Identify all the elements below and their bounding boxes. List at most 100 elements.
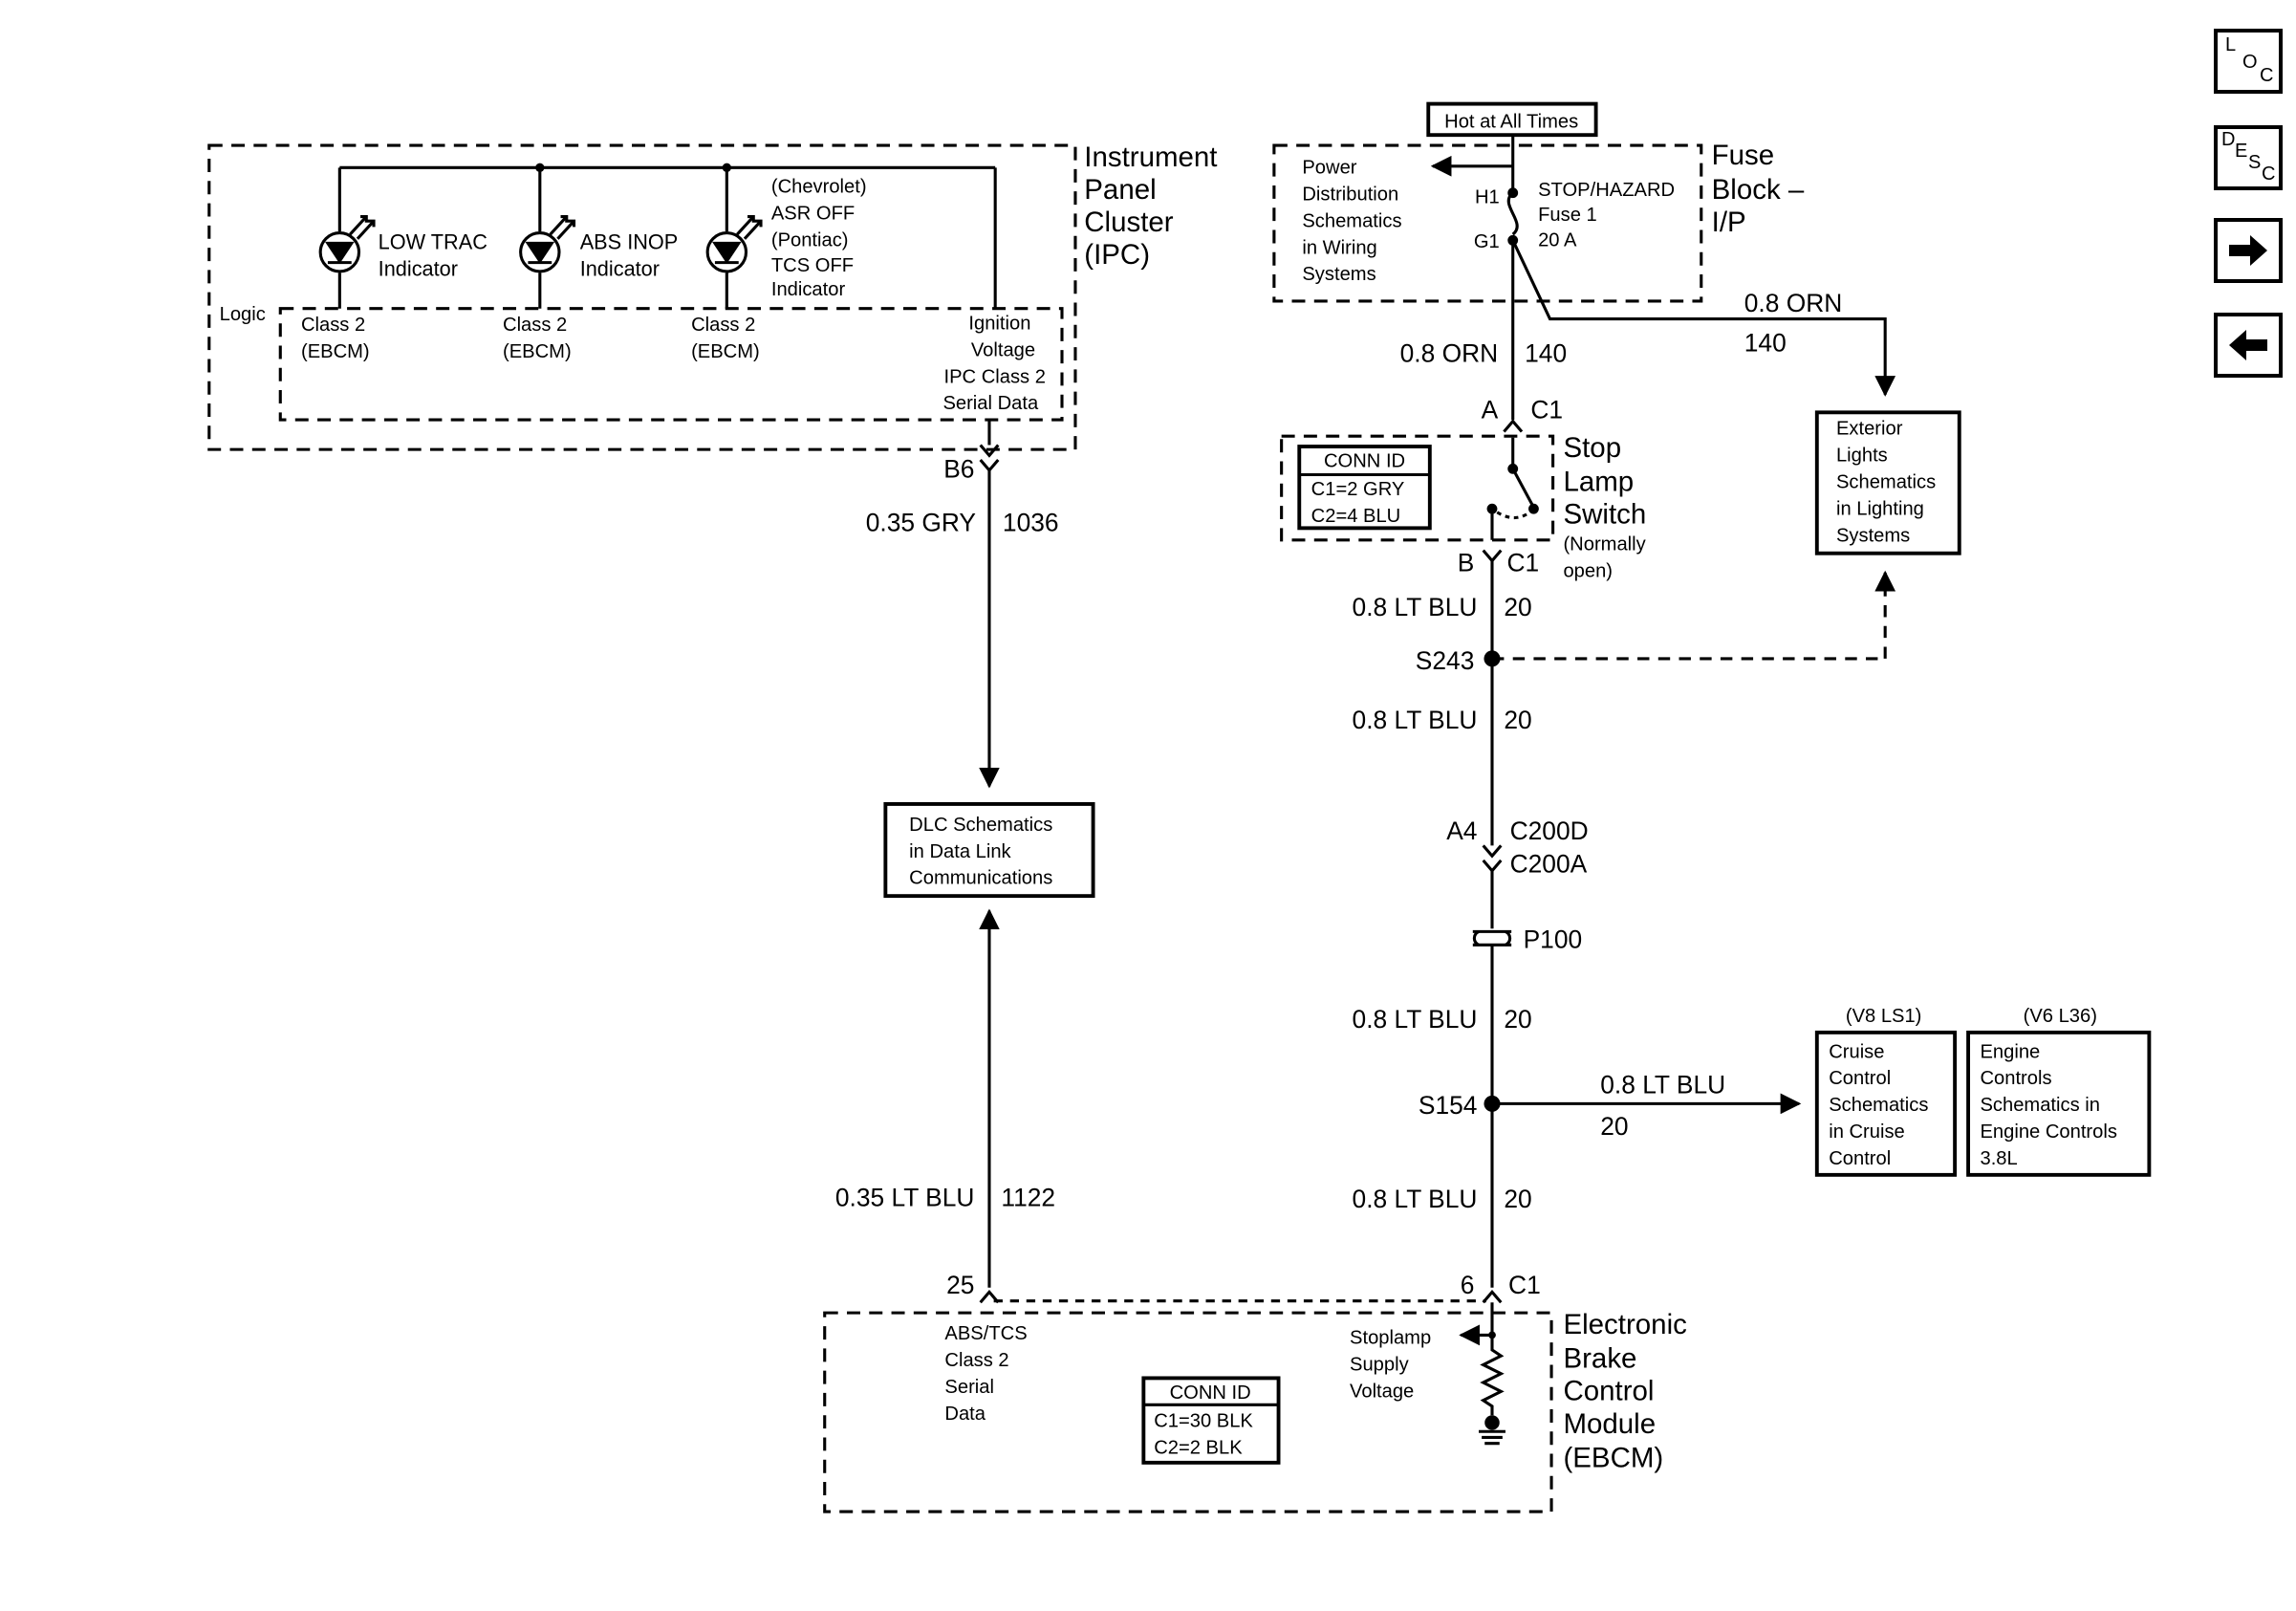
loc-button[interactable]: L O C bbox=[2214, 29, 2283, 94]
fuse-block-boundary bbox=[1272, 143, 1703, 303]
abs-inop-label-2: Indicator bbox=[580, 257, 660, 281]
switch-conn-id-box bbox=[1297, 445, 1432, 531]
hot-at-all-times-label: Hot at All Times bbox=[1444, 111, 1578, 132]
s243-label: S243 bbox=[1416, 646, 1475, 675]
ebcm-conn-id-line-1: C1=30 BLK bbox=[1154, 1411, 1253, 1432]
power-dist-line-2: Distribution bbox=[1302, 184, 1398, 205]
cruise-line-5: Control bbox=[1829, 1148, 1891, 1169]
abs-inop-led-icon bbox=[519, 214, 576, 273]
switch-pin-b: B bbox=[1458, 548, 1475, 577]
stoplamp-line-1: Stoplamp bbox=[1350, 1328, 1431, 1349]
abs-inop-label-1: ABS INOP bbox=[580, 230, 679, 254]
w4-size: 0.8 LT BLU bbox=[1600, 1071, 1725, 1099]
loc-letter-c: C bbox=[2260, 65, 2274, 86]
desc-letter-c: C bbox=[2262, 163, 2276, 185]
ipc-title-line-4: (IPC) bbox=[1084, 239, 1150, 271]
ebcm-title-3: Control bbox=[1563, 1376, 1654, 1407]
switch-conn-id-line-1: C1=2 GRY bbox=[1311, 479, 1405, 500]
engine-line-2: Controls bbox=[1980, 1068, 2051, 1089]
desc-letter-s: S bbox=[2248, 152, 2262, 173]
loc-letter-o: O bbox=[2242, 52, 2258, 73]
switch-conn-id-title: CONN ID bbox=[1324, 451, 1405, 472]
power-dist-line-5: Systems bbox=[1302, 264, 1375, 285]
asr-tcs-off-led-icon bbox=[705, 214, 763, 273]
abs-tcs-line-1: ABS/TCS bbox=[944, 1323, 1027, 1344]
previous-page-button[interactable] bbox=[2214, 313, 2283, 378]
class2-a-line-1: Class 2 bbox=[301, 315, 365, 336]
left-arrow-icon bbox=[2229, 330, 2267, 360]
orn-right-circuit: 140 bbox=[1744, 329, 1787, 358]
orn-right-size: 0.8 ORN bbox=[1744, 289, 1843, 317]
switch-conn-a: C1 bbox=[1530, 396, 1563, 425]
asr-tcs-label-5: Indicator bbox=[771, 279, 846, 300]
splice-s243-dot bbox=[1484, 650, 1501, 667]
exterior-line-1: Exterior bbox=[1836, 419, 1903, 440]
w3-size: 0.8 LT BLU bbox=[1353, 1005, 1478, 1034]
s154-label: S154 bbox=[1419, 1091, 1478, 1120]
fuse-g1-label: G1 bbox=[1474, 231, 1500, 252]
asr-tcs-label-3: (Pontiac) bbox=[771, 230, 849, 251]
exterior-line-4: in Lighting bbox=[1836, 498, 1924, 519]
low-trac-label-2: Indicator bbox=[379, 257, 458, 281]
switch-title-1: Stop bbox=[1563, 432, 1621, 464]
stop-lamp-switch-boundary bbox=[1280, 434, 1555, 542]
ignition-line-3: IPC Class 2 bbox=[944, 366, 1046, 387]
engine-controls-box bbox=[1966, 1030, 2152, 1177]
abs-wire-circuit: 1122 bbox=[1001, 1183, 1055, 1211]
ebcm-conn-id-line-2: C2=2 BLK bbox=[1154, 1438, 1243, 1459]
engine-line-1: Engine bbox=[1980, 1041, 2040, 1062]
ignition-line-1: Ignition bbox=[968, 313, 1030, 334]
c200a-label: C200A bbox=[1510, 849, 1588, 878]
w2-circuit: 20 bbox=[1504, 706, 1531, 734]
w1-circuit: 20 bbox=[1504, 593, 1531, 621]
switch-title-2: Lamp bbox=[1563, 467, 1634, 498]
class2-c-line-1: Class 2 bbox=[691, 315, 755, 336]
cruise-line-3: Schematics bbox=[1829, 1095, 1928, 1116]
fuse-h1-label: H1 bbox=[1475, 187, 1500, 208]
ebcm-title-4: Module bbox=[1563, 1408, 1656, 1440]
right-arrow-icon bbox=[2229, 235, 2267, 266]
exterior-line-2: Lights bbox=[1836, 446, 1888, 467]
abs-tcs-line-3: Serial bbox=[944, 1377, 994, 1398]
ipc-logic-boundary bbox=[278, 307, 1064, 422]
switch-conn-id-line-2: C2=4 BLU bbox=[1311, 506, 1401, 527]
switch-pin-a: A bbox=[1482, 396, 1499, 425]
fuse-block-title-2: Block – bbox=[1712, 174, 1805, 206]
ebcm-title-5: (EBCM) bbox=[1563, 1442, 1663, 1473]
dlc-line-3: Communications bbox=[909, 868, 1052, 889]
orn-down-circuit: 140 bbox=[1525, 339, 1567, 368]
desc-button[interactable]: D E S C bbox=[2214, 125, 2283, 190]
dlc-line-1: DLC Schematics bbox=[909, 815, 1052, 836]
loc-letter-l: L bbox=[2225, 34, 2237, 55]
desc-letter-e: E bbox=[2235, 141, 2248, 162]
class2-c-line-2: (EBCM) bbox=[691, 341, 760, 362]
w2-size: 0.8 LT BLU bbox=[1353, 706, 1478, 734]
engine-line-5: 3.8L bbox=[1980, 1148, 2017, 1169]
abs-wire-size: 0.35 LT BLU bbox=[835, 1183, 975, 1211]
exterior-line-5: Systems bbox=[1836, 525, 1910, 546]
orn-down-size: 0.8 ORN bbox=[1400, 339, 1499, 368]
p100-label: P100 bbox=[1524, 925, 1583, 953]
dlc-box bbox=[883, 802, 1095, 899]
abs-tcs-line-4: Data bbox=[944, 1404, 986, 1425]
w5-circuit: 20 bbox=[1504, 1185, 1531, 1213]
class2-a-line-2: (EBCM) bbox=[301, 341, 370, 362]
ipc-title-line-3: Cluster bbox=[1084, 207, 1174, 238]
engine-variant: (V6 L36) bbox=[2024, 1006, 2097, 1027]
ebcm-conn-c1-label: C1 bbox=[1508, 1271, 1541, 1299]
engine-line-3: Schematics in bbox=[1980, 1095, 2099, 1116]
a4-label: A4 bbox=[1446, 816, 1477, 845]
abs-tcs-line-2: Class 2 bbox=[944, 1350, 1008, 1371]
dlc-line-2: in Data Link bbox=[909, 841, 1011, 862]
w3-circuit: 20 bbox=[1504, 1005, 1531, 1034]
switch-conn-b: C1 bbox=[1507, 548, 1540, 577]
power-dist-line-3: Schematics bbox=[1302, 210, 1401, 231]
class2-b-line-1: Class 2 bbox=[503, 315, 567, 336]
cruise-line-4: in Cruise bbox=[1829, 1121, 1905, 1143]
switch-note-2: open) bbox=[1563, 561, 1613, 582]
cruise-line-1: Cruise bbox=[1829, 1041, 1884, 1062]
ignition-line-4: Serial Data bbox=[942, 393, 1039, 414]
next-page-button[interactable] bbox=[2214, 218, 2283, 283]
fuse-block-title-3: I/P bbox=[1712, 207, 1746, 238]
